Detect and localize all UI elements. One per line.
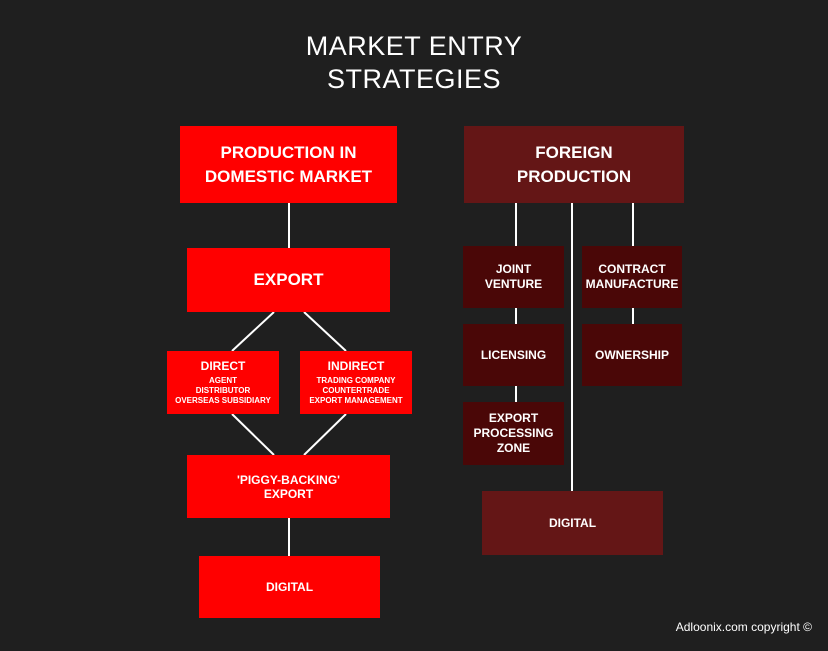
foreign-header-line-2: PRODUCTION [516,166,632,186]
direct-items: AGENT DISTRIBUTOR OVERSEAS SUBSIDIARY [175,376,271,406]
joint-venture-box: JOINT VENTURE [463,246,564,308]
piggyback-line-2: EXPORT [263,486,314,501]
foreign-header-line-1: FOREIGN [535,142,613,162]
piggy-backing-export-box: 'PIGGY-BACKING' EXPORT [187,455,390,518]
connector-export-indirect [303,311,347,352]
domestic-digital-label: DIGITAL [265,580,314,594]
diagram-title: MARKET ENTRY STRATEGIES [214,30,614,96]
licensing-label: LICENSING [480,347,547,362]
export-zone-line-3: ZONE [496,441,531,455]
connector-direct-piggyback [231,413,275,456]
direct-item-agent: AGENT [208,376,237,385]
export-processing-zone-box: EXPORT PROCESSING ZONE [463,402,564,465]
title-line-2: STRATEGIES [326,64,502,94]
foreign-digital-box: DIGITAL [482,491,663,555]
indirect-heading: INDIRECT [327,359,385,373]
export-zone-line-2: PROCESSING [473,426,554,440]
direct-heading: DIRECT [200,359,246,373]
direct-item-overseas-subsidiary: OVERSEAS SUBSIDIARY [175,396,271,405]
title-line-1: MARKET ENTRY [305,31,523,61]
domestic-header-line-1: PRODUCTION IN [220,142,357,162]
domestic-digital-box: DIGITAL [199,556,380,618]
foreign-production-box: FOREIGN PRODUCTION [464,126,684,203]
ownership-label: OWNERSHIP [594,347,669,362]
licensing-box: LICENSING [463,324,564,386]
contract-line-2: MANUFACTURE [585,277,679,291]
indirect-item-countertrade: COUNTERTRADE [322,386,390,395]
direct-box: DIRECT AGENT DISTRIBUTOR OVERSEAS SUBSID… [167,351,279,414]
indirect-item-export-management: EXPORT MANAGEMENT [309,396,403,405]
production-domestic-market-box: PRODUCTION IN DOMESTIC MARKET [180,126,397,203]
connector-export-direct [231,311,275,352]
indirect-items: TRADING COMPANY COUNTERTRADE EXPORT MANA… [309,376,402,406]
export-zone-line-1: EXPORT [488,411,539,425]
joint-venture-line-2: VENTURE [484,277,543,291]
direct-item-distributor: DISTRIBUTOR [195,386,251,395]
indirect-item-trading-company: TRADING COMPANY [316,376,396,385]
copyright-notice: Adloonix.com copyright © [675,620,812,634]
contract-line-1: CONTRACT [598,262,666,276]
contract-manufacture-box: CONTRACT MANUFACTURE [582,246,682,308]
connector-indirect-piggyback [303,413,347,456]
piggyback-line-1: 'PIGGY-BACKING' [236,472,341,487]
export-box: EXPORT [187,248,390,312]
export-label: EXPORT [253,270,324,289]
joint-venture-line-1: JOINT [495,262,532,276]
domestic-header-line-2: DOMESTIC MARKET [204,166,373,186]
indirect-box: INDIRECT TRADING COMPANY COUNTERTRADE EX… [300,351,412,414]
ownership-box: OWNERSHIP [582,324,682,386]
foreign-digital-label: DIGITAL [548,515,597,530]
